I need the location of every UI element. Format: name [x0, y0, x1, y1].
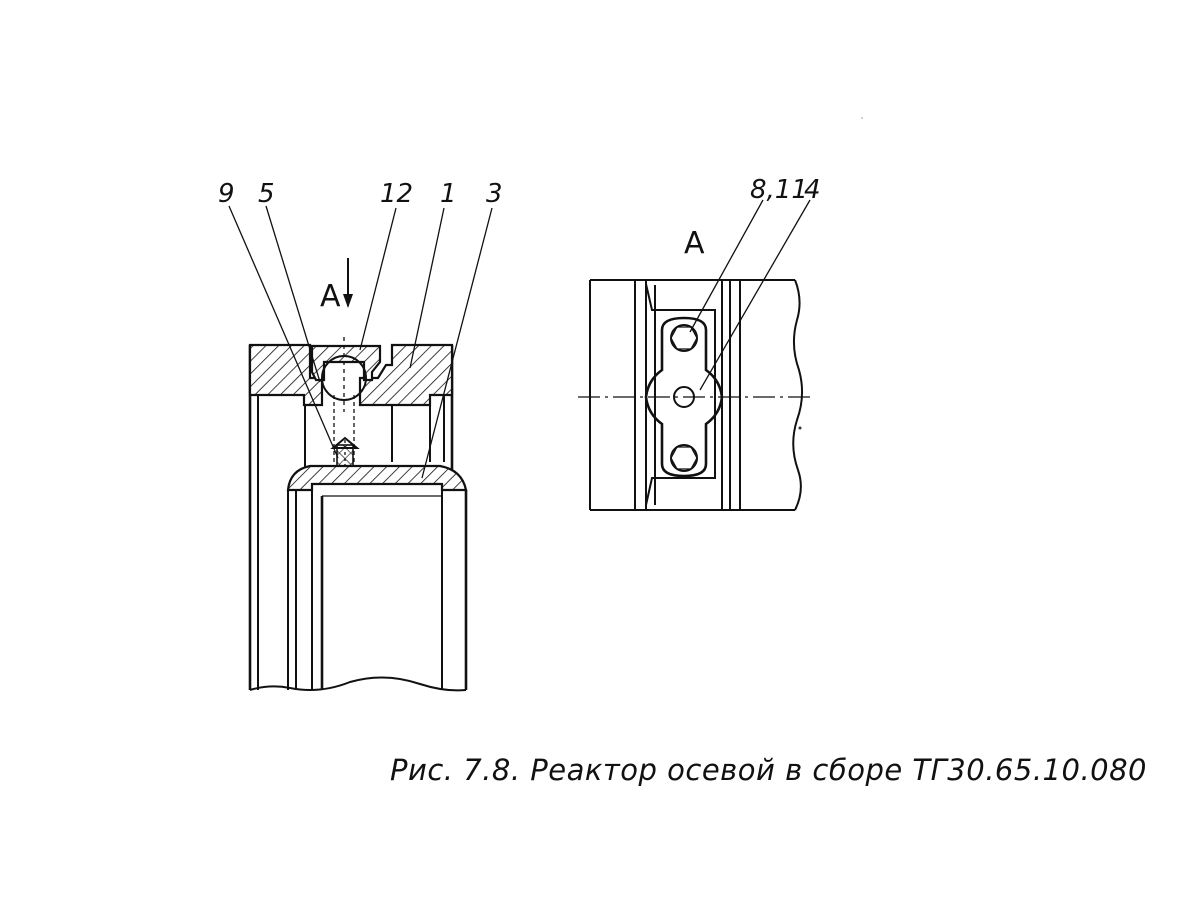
view-arrow-head: [343, 294, 353, 308]
label-part-5: 5: [258, 179, 275, 209]
centre-hole: [673, 386, 695, 408]
leader-part-9: [228, 205, 339, 459]
label-part-3: 3: [486, 179, 503, 209]
view-marker-label: A: [320, 279, 341, 314]
view-a-break-line: [792, 279, 803, 511]
leader-part-3: [421, 207, 493, 479]
scan-speck: [861, 117, 863, 119]
label-part-4: 4: [804, 175, 821, 205]
label-part-1: 1: [440, 179, 457, 209]
sleeve-cap: [286, 464, 468, 492]
figure-caption: Рис. 7.8. Реактор осевой в сборе ТГ30.65…: [390, 753, 1147, 787]
section-view: A 9 5 12 1 3: [218, 179, 503, 692]
view-a: A 8,11 4: [578, 175, 821, 511]
leader-part-12: [359, 207, 397, 351]
view-a-slot: [645, 283, 716, 506]
view-a-title: A: [684, 226, 705, 261]
scan-speck: [798, 426, 802, 430]
leader-part-8-11: [689, 199, 764, 333]
leader-part-5: [265, 205, 321, 383]
break-line-bottom: [249, 676, 467, 692]
label-part-12: 12: [380, 179, 413, 209]
housing-left-block: [248, 343, 324, 407]
leader-part-4: [699, 199, 811, 391]
bolt-bottom: [670, 444, 698, 472]
housing-right-block: [358, 343, 454, 407]
bolt-top: [670, 324, 698, 352]
label-part-8-11: 8,11: [750, 175, 808, 205]
label-part-9: 9: [218, 179, 235, 209]
leader-part-1: [409, 207, 445, 369]
